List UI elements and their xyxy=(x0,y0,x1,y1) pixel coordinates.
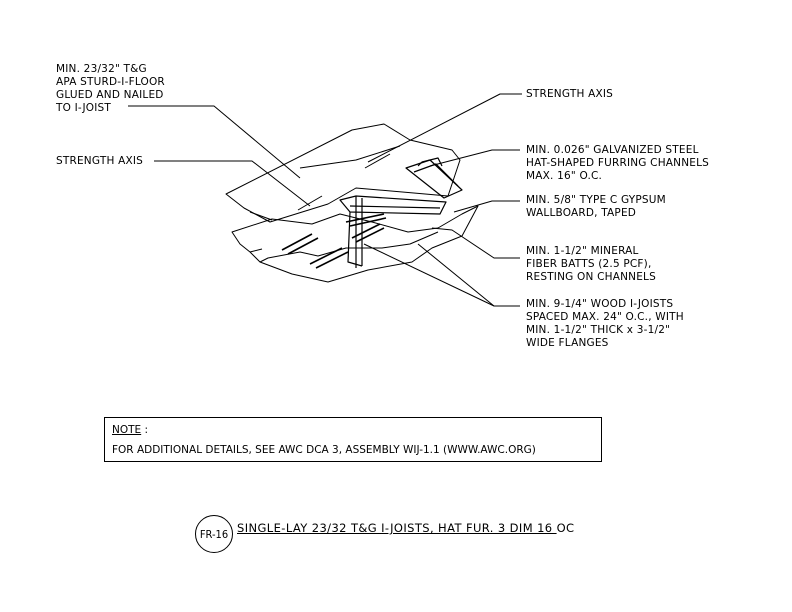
mineral-fiber-callout: MIN. 1-1/2" MINERAL FIBER BATTS (2.5 PCF… xyxy=(526,245,656,283)
strength-axis-marks xyxy=(297,153,391,211)
furring-channels xyxy=(281,213,387,269)
i-joist-center xyxy=(339,195,447,268)
note-box: NOTE : FOR ADDITIONAL DETAILS, SEE AWC D… xyxy=(104,417,602,462)
subfloor-panel xyxy=(225,123,461,223)
note-text: FOR ADDITIONAL DETAILS, SEE AWC DCA 3, A… xyxy=(112,444,536,456)
subfloor-callout: MIN. 23/32" T&G APA STURD-I-FLOOR GLUED … xyxy=(56,63,165,114)
detail-title: SINGLE-LAY 23/32 T&G I-JOISTS, HAT FUR. … xyxy=(237,521,575,535)
detail-number-badge: FR-16 xyxy=(195,515,233,553)
gypsum-wallboard-layer xyxy=(231,205,479,283)
i-joist-callout: MIN. 9-1/4" WOOD I-JOISTS SPACED MAX. 24… xyxy=(526,298,684,349)
gypsum-wallboard-callout: MIN. 5/8" TYPE C GYPSUM WALLBOARD, TAPED xyxy=(526,194,666,219)
leader-lines xyxy=(128,93,522,307)
furring-channel-callout: MIN. 0.026" GALVANIZED STEEL HAT-SHAPED … xyxy=(526,144,710,182)
strength-axis-left-label: STRENGTH AXIS xyxy=(56,155,144,167)
strength-axis-right-label: STRENGTH AXIS xyxy=(526,88,614,100)
note-heading: NOTE : xyxy=(112,424,149,436)
